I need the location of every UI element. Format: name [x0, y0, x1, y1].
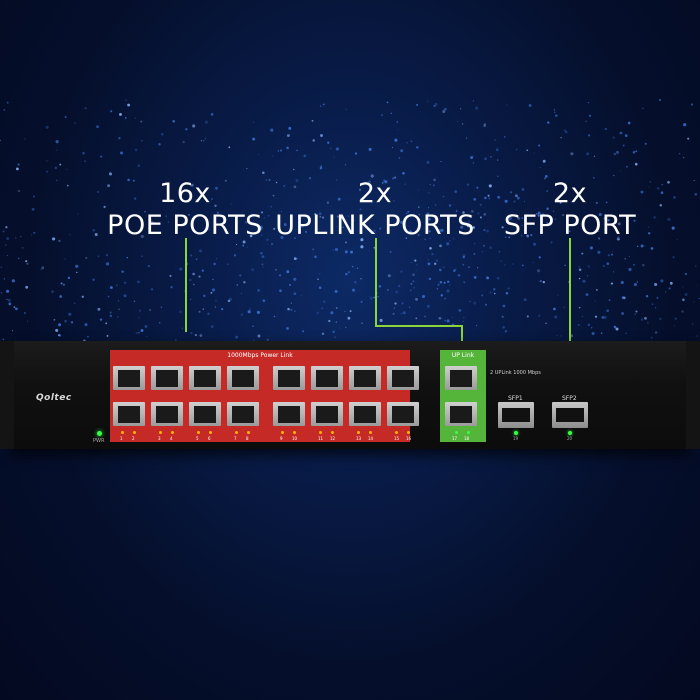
poe-port[interactable]: [227, 366, 259, 390]
poe-port[interactable]: [151, 402, 183, 426]
port-number: 12: [330, 436, 336, 441]
port-number: 15: [394, 436, 400, 441]
left-mounting-ear: [0, 341, 14, 449]
port-number: 2: [132, 436, 135, 441]
port-led: [369, 431, 372, 434]
poe-port[interactable]: [227, 402, 259, 426]
port-number: 4: [170, 436, 173, 441]
sfp-led: [568, 431, 572, 435]
uplink-panel-header: UP Link: [451, 352, 475, 359]
port-led: [331, 431, 334, 434]
port-led: [235, 431, 238, 434]
uplink-port[interactable]: [445, 366, 477, 390]
uplink-leader-line: [375, 238, 463, 352]
callout-uplink-ports: 2x UPLINK PORTS: [270, 178, 480, 242]
sfp-label: SFP1: [508, 395, 523, 402]
poe-port[interactable]: [311, 366, 343, 390]
callout-sfp-count: 2x: [552, 178, 588, 209]
poe-port[interactable]: [113, 366, 145, 390]
sfp-led: [514, 431, 518, 435]
port-led: [357, 431, 360, 434]
poe-port[interactable]: [349, 402, 381, 426]
port-number: 8: [246, 436, 249, 441]
callout-uplink-count: 2x: [357, 178, 393, 209]
uplink-note: 2 UPLink 1000 Mbps: [490, 370, 541, 376]
port-led: [197, 431, 200, 434]
port-led: [407, 431, 410, 434]
sfp-cage[interactable]: [552, 402, 588, 428]
port-led: [171, 431, 174, 434]
callout-poe-count: 16x: [159, 178, 211, 209]
poe-port[interactable]: [273, 366, 305, 390]
port-led: [133, 431, 136, 434]
sfp-number: 19: [513, 436, 519, 441]
power-label: PWR: [93, 438, 105, 444]
poe-port[interactable]: [189, 366, 221, 390]
port-number: 5: [196, 436, 199, 441]
port-number: 13: [356, 436, 362, 441]
port-number: 9: [280, 436, 283, 441]
right-mounting-ear: [686, 341, 700, 449]
port-led: [281, 431, 284, 434]
brand-logo: Qoltec: [36, 393, 72, 403]
port-number: 16: [406, 436, 412, 441]
port-led: [159, 431, 162, 434]
callout-sfp-label: SFP PORT: [503, 210, 637, 241]
callout-poe-label: POE PORTS: [107, 210, 263, 241]
callout-uplink-label: UPLINK PORTS: [275, 210, 475, 241]
poe-port[interactable]: [113, 402, 145, 426]
callout-poe-ports: 16x POE PORTS: [100, 178, 270, 242]
port-number: 14: [368, 436, 374, 441]
port-number: 11: [318, 436, 324, 441]
port-led: [293, 431, 296, 434]
port-number: 17: [452, 436, 458, 441]
uplink-port[interactable]: [445, 402, 477, 426]
port-led: [319, 431, 322, 434]
poe-port-panel: 1000Mbps Power Link: [110, 350, 410, 442]
port-number: 1: [120, 436, 123, 441]
port-number: 18: [464, 436, 470, 441]
port-number: 7: [234, 436, 237, 441]
port-led: [209, 431, 212, 434]
port-led: [121, 431, 124, 434]
power-led: [97, 431, 102, 436]
port-led: [247, 431, 250, 434]
port-number: 6: [208, 436, 211, 441]
sfp-cage[interactable]: [498, 402, 534, 428]
callout-sfp-port: 2x SFP PORT: [490, 178, 650, 242]
poe-port[interactable]: [349, 366, 381, 390]
poe-port[interactable]: [387, 366, 419, 390]
port-led: [455, 431, 458, 434]
sfp-label: SFP2: [562, 395, 577, 402]
port-led: [467, 431, 470, 434]
uplink-port-panel: UP Link: [440, 350, 486, 442]
port-led: [395, 431, 398, 434]
port-number: 10: [292, 436, 298, 441]
poe-port[interactable]: [311, 402, 343, 426]
poe-port[interactable]: [189, 402, 221, 426]
port-number: 3: [158, 436, 161, 441]
poe-port[interactable]: [387, 402, 419, 426]
poe-panel-header: 1000Mbps Power Link: [227, 352, 293, 359]
poe-port[interactable]: [151, 366, 183, 390]
sfp-number: 20: [567, 436, 573, 441]
poe-port[interactable]: [273, 402, 305, 426]
